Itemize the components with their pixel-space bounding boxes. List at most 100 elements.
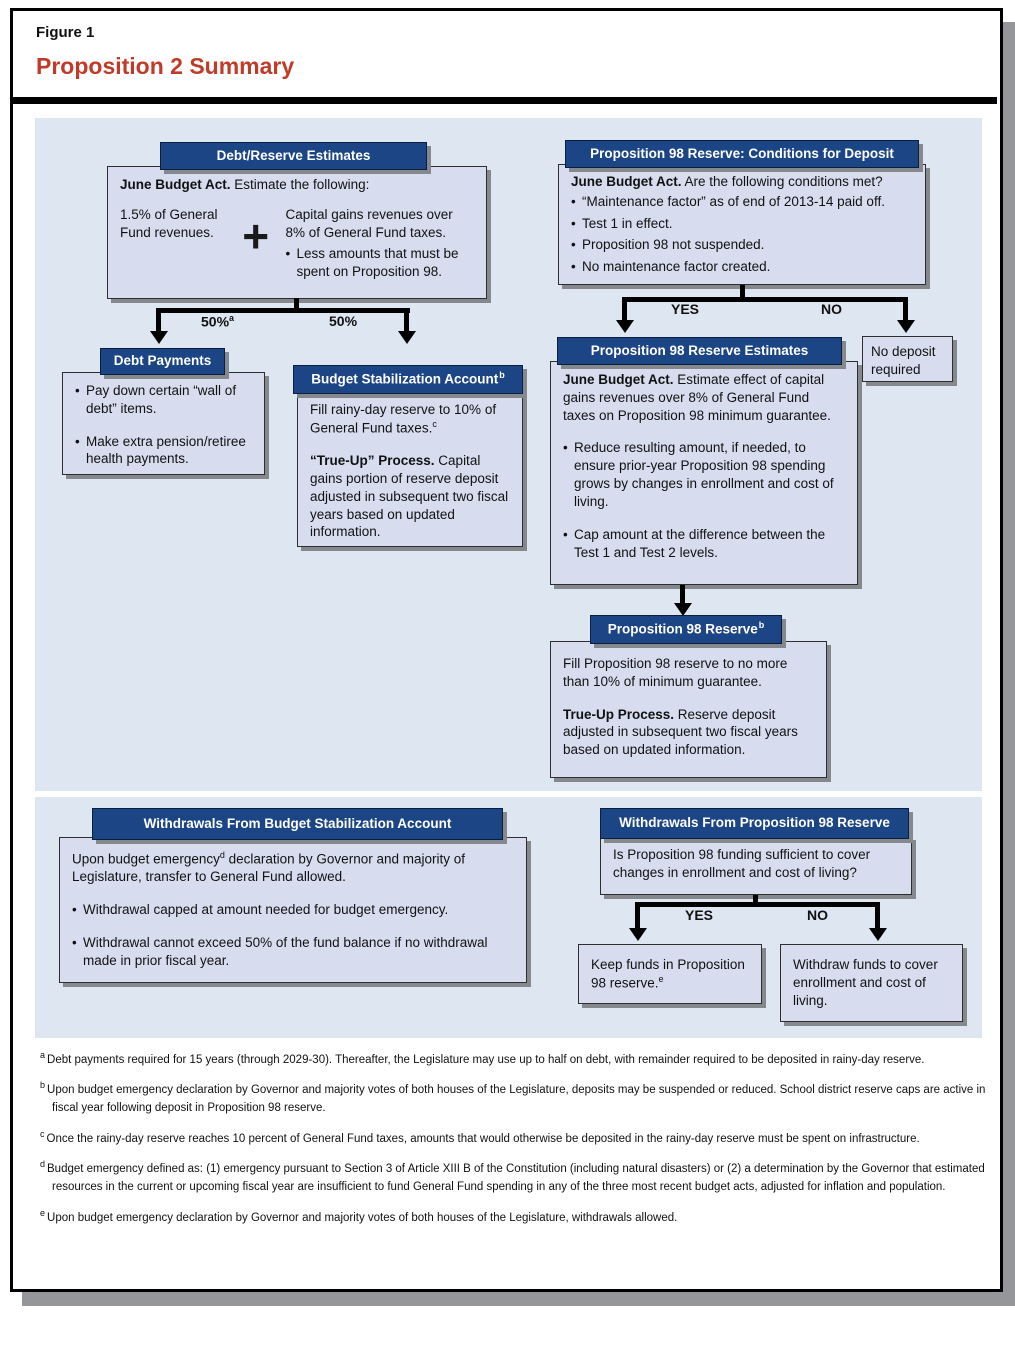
debt-payments-box: Pay down certain “wall of debt” items. M…: [62, 372, 265, 475]
footnote-marker: b: [40, 1080, 46, 1091]
p98-reserve-header: Proposition 98 Reserveb: [590, 615, 782, 644]
withdraw-funds-box: Withdraw funds to cover enrollment and c…: [780, 944, 963, 1022]
connector-stub: [294, 298, 299, 310]
arrow-shaft: [156, 308, 161, 332]
footnote-ref-e: e: [658, 973, 664, 984]
condition-bullet: Proposition 98 not suspended.: [571, 236, 913, 254]
branch-label-yes: YES: [671, 301, 700, 317]
down-arrow-icon: [674, 603, 692, 616]
p98-reserve-estimates-header: Proposition 98 Reserve Estimates: [557, 337, 842, 365]
intro-rest: Estimate the following:: [230, 177, 370, 192]
footnote-text: Upon budget emergency declaration by Gov…: [47, 1211, 678, 1224]
intro-rest: Estimate effect of capital gains revenue…: [563, 372, 831, 423]
june-budget-act-lead: June Budget Act.: [563, 372, 674, 387]
arrow-shaft: [680, 585, 685, 604]
header-text: Budget Stabilization Account: [311, 371, 499, 387]
estimate-bullet: Cap amount at the difference between the…: [563, 526, 845, 562]
p98-reserve-estimates-box: June Budget Act. Estimate effect of capi…: [550, 361, 858, 585]
true-up-rest: Reserve deposit adjusted in subsequent t…: [563, 706, 798, 758]
header-label: Withdrawals From Proposition 98 Reserve: [619, 815, 890, 831]
wbsa-intro-pre: Upon budget emergency: [72, 851, 220, 867]
arrow-shaft: [875, 902, 880, 928]
debt-payments-header: Debt Payments: [100, 348, 225, 375]
true-up-lead: True-Up Process.: [563, 706, 675, 722]
budget-stabilization-account-box: Fill rainy-day reserve to 10% of General…: [297, 391, 523, 547]
withdrawal-bullet: Withdrawal capped at amount needed for b…: [72, 901, 514, 919]
true-up-rest: Capital gains portion of reserve deposit…: [310, 453, 509, 540]
plus-icon: +: [242, 209, 270, 262]
p98-conditions-header: Proposition 98 Reserve: Conditions for D…: [565, 140, 919, 168]
header-label: Proposition 98 Reserveb: [607, 620, 765, 637]
footnote-marker: c: [40, 1128, 45, 1139]
split-left-text: 50%: [201, 313, 230, 330]
footnote-marker: d: [40, 1159, 46, 1170]
bullet-item: Make extra pension/retiree health paymen…: [75, 433, 252, 469]
header-label: Budget Stabilization Accountb: [311, 370, 505, 387]
connector-bar: [635, 902, 880, 907]
header-label: Proposition 98 Reserve Estimates: [590, 342, 809, 358]
arrow-shaft: [622, 297, 627, 320]
header-text: Proposition 98 Reserve: [607, 621, 758, 637]
header-label: Withdrawals From Budget Stabilization Ac…: [143, 815, 452, 831]
bullet-item: Pay down certain “wall of debt” items.: [75, 382, 252, 418]
condition-bullet: No maintenance factor created.: [571, 258, 913, 276]
footnote-ref-b: b: [499, 370, 505, 381]
connector-stub: [740, 285, 745, 300]
branch-label-yes: YES: [685, 907, 714, 923]
bsa-fill-text: Fill rainy-day reserve to 10% of General…: [310, 402, 497, 436]
figure-number: Figure 1: [36, 24, 95, 41]
wbsa-intro-post: declaration by Governor and majority of …: [72, 851, 465, 885]
estimate-bullet: Reduce resulting amount, if needed, to e…: [563, 439, 845, 510]
right-operand-bullet: Less amounts that must be spent on Propo…: [285, 245, 474, 281]
formula-left-operand: 1.5% of General Fund revenues.: [120, 206, 218, 240]
down-arrow-icon: [897, 320, 915, 333]
withdrawals-p98-header: Withdrawals From Proposition 98 Reserve: [600, 808, 909, 839]
arrow-shaft: [635, 902, 640, 928]
no-deposit-required-box: No deposit required: [862, 336, 953, 382]
branch-label-no: NO: [807, 907, 828, 923]
condition-bullet: “Maintenance factor” as of end of 2013-1…: [571, 193, 913, 211]
debt-reserve-estimates-box: June Budget Act. Estimate the following:…: [107, 166, 487, 299]
footnote-ref-a: a: [229, 313, 235, 323]
keep-funds-text: Keep funds in Proposition 98 reserve.: [591, 957, 745, 991]
down-arrow-icon: [398, 331, 416, 344]
title-divider: [13, 97, 997, 104]
split-label-right: 50%: [329, 313, 358, 329]
intro-rest: Are the following conditions met?: [681, 174, 883, 189]
right-operand-text: Capital gains revenues over 8% of Genera…: [285, 206, 453, 240]
footnote-ref-b: b: [758, 620, 765, 631]
connector-bar: [156, 308, 410, 313]
arrow-shaft: [404, 308, 409, 332]
p98-fill-text: Fill Proposition 98 reserve to no more t…: [563, 656, 788, 689]
june-budget-act-lead: June Budget Act.: [571, 174, 682, 189]
footnote-marker: e: [40, 1207, 46, 1218]
down-arrow-icon: [150, 331, 168, 344]
budget-stabilization-account-header: Budget Stabilization Accountb: [293, 365, 523, 394]
footnote-ref-c: c: [432, 418, 437, 429]
june-budget-act-lead: June Budget Act.: [120, 177, 231, 192]
withdrawals-p98-question-box: Is Proposition 98 funding sufficient to …: [600, 836, 912, 895]
p98-reserve-box: Fill Proposition 98 reserve to no more t…: [550, 641, 827, 778]
connector-stub: [753, 895, 758, 906]
down-arrow-icon: [616, 320, 634, 333]
true-up-lead: “True-Up” Process.: [310, 453, 435, 469]
debt-reserve-estimates-header: Debt/Reserve Estimates: [160, 142, 427, 170]
withdrawal-bullet: Withdrawal cannot exceed 50% of the fund…: [72, 934, 514, 970]
figure-title: Proposition 2 Summary: [36, 53, 295, 79]
footnote-ref-d: d: [219, 850, 225, 860]
estimate-formula-row: 1.5% of General Fund revenues. + Capital…: [120, 206, 474, 281]
down-arrow-icon: [869, 928, 887, 941]
connector-bar: [622, 297, 908, 302]
header-label: Debt Payments: [113, 353, 212, 369]
footnote-text: Upon budget emergency declaration by Gov…: [47, 1084, 986, 1115]
keep-funds-box: Keep funds in Proposition 98 reserve.e: [578, 944, 762, 1004]
footnote-marker: a: [40, 1050, 46, 1060]
split-label-left: 50%a: [201, 313, 234, 330]
